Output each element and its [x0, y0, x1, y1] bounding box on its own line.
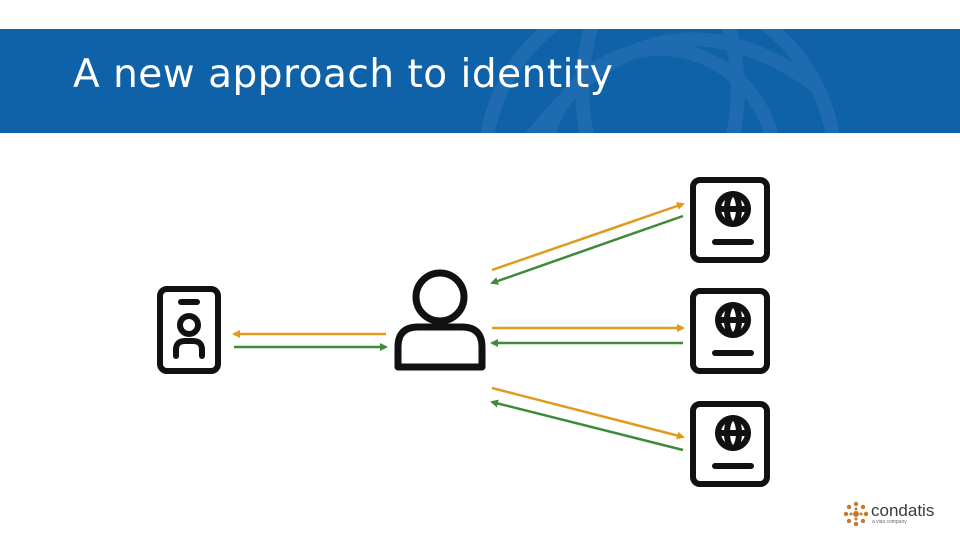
arrow-person-to-passport-1 — [491, 202, 685, 272]
passport-icon — [690, 177, 770, 263]
condatis-logo-mark — [843, 501, 869, 527]
arrow-person-to-passport-3 — [491, 386, 685, 440]
passport-icon — [690, 401, 770, 487]
arrow-passport-1-to-person — [490, 214, 684, 285]
arrow-passport-3-to-person — [490, 399, 684, 452]
person-icon — [394, 269, 486, 371]
condatis-logo: condatis a visa company — [843, 501, 948, 529]
id-badge-icon — [157, 286, 221, 374]
logo-tagline: a visa company — [872, 519, 907, 525]
logo-wordmark: condatis — [871, 501, 935, 520]
slide-title: A new approach to identity — [73, 52, 614, 97]
passport-icon — [690, 288, 770, 374]
title-banner: A new approach to identity — [0, 29, 960, 133]
globe-watermark — [480, 29, 840, 133]
